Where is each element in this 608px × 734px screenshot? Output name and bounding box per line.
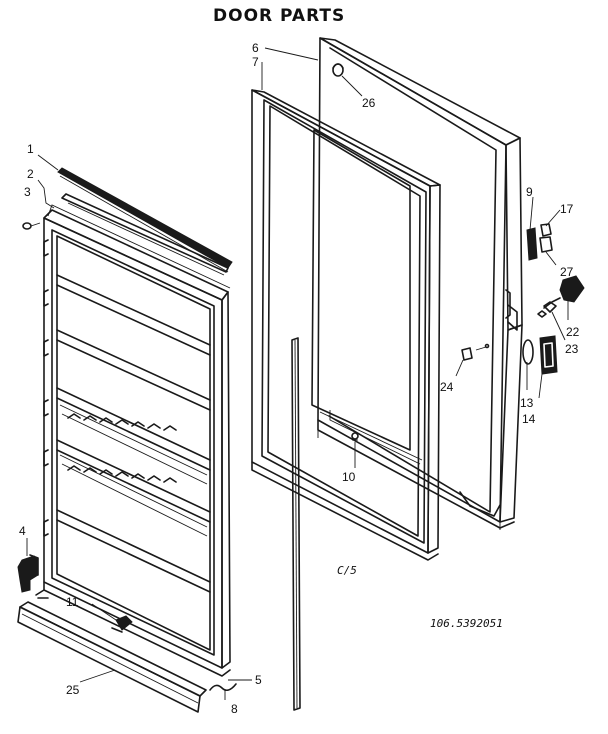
door-stop-bracket <box>17 554 39 593</box>
callout-23: 23 <box>565 342 579 356</box>
vertical-gasket-strip <box>291 337 301 711</box>
callout-8: 8 <box>231 702 238 716</box>
callout-25: 25 <box>66 683 80 697</box>
handle-retainer <box>522 339 534 365</box>
inner-door-shelf-panel <box>43 204 231 677</box>
diagram-title: DOOR PARTS <box>213 6 345 26</box>
callout-11: 11 <box>66 595 79 609</box>
breaker-strip <box>61 193 229 276</box>
callout-6: 6 <box>252 41 259 55</box>
callout-3: 3 <box>24 185 31 199</box>
door-liner <box>251 89 441 561</box>
callout-2: 2 <box>27 167 34 181</box>
callout-5: 5 <box>255 673 262 687</box>
callout-13: 14 <box>522 412 536 426</box>
callout-26: 26 <box>362 96 376 110</box>
callout-9: 9 <box>526 185 533 199</box>
callout-labels: 1 2 3 4 5 6 7 8 9 10 11 14 13 17 22 23 2… <box>19 41 580 716</box>
spring-clip <box>209 683 237 692</box>
lock-key-icon <box>537 275 585 318</box>
callout-14: 13 <box>520 396 534 410</box>
callout-27: 27 <box>560 265 574 279</box>
hinge-cap <box>539 223 553 253</box>
callout-4: 4 <box>19 524 26 538</box>
hinge-bracket <box>526 227 538 261</box>
model-code: 106.5392051 <box>430 617 503 630</box>
callout-1: 1 <box>27 142 34 156</box>
door-handle <box>539 335 558 375</box>
callout-10: 10 <box>342 470 356 484</box>
callout-7: 7 <box>252 55 259 69</box>
callout-22: 22 <box>566 325 580 339</box>
callout-17: 17 <box>560 202 574 216</box>
screw-icon <box>22 222 41 230</box>
outer-door-panel <box>317 37 523 530</box>
note-text: C/5 <box>337 564 357 577</box>
callout-24: 24 <box>440 380 454 394</box>
strike-plate <box>461 343 490 361</box>
leader-lines <box>26 47 569 700</box>
bottom-trim-rail <box>17 589 207 713</box>
shelf-clip <box>111 615 133 633</box>
